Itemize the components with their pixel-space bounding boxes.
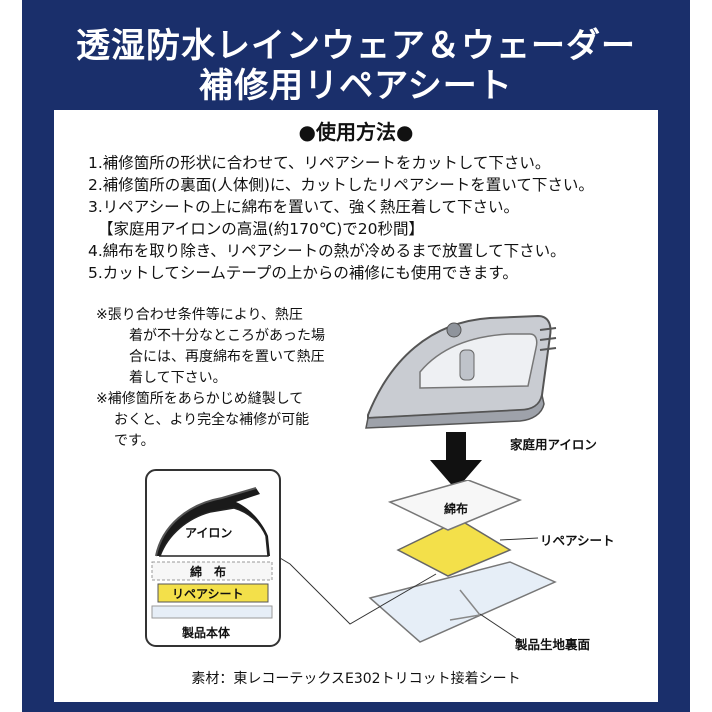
note-line: です。	[114, 433, 155, 449]
cotton-label: 綿布	[444, 502, 469, 516]
step-2: 2.補修箇所の裏面(人体側)に、カットしたリペアシートを置いて下さい。	[88, 176, 594, 194]
inset-cotton-label: 綿 布	[190, 565, 227, 579]
inset-body-label: 製品本体	[182, 626, 231, 640]
step-1: 1.補修箇所の形状に合わせて、リペアシートをカットして下さい。	[88, 154, 551, 172]
cross-section-inset	[145, 469, 437, 647]
down-arrow-icon	[430, 432, 482, 490]
note-line: 合には、再度綿布を置いて熱圧	[129, 349, 325, 365]
step-5: 5.カットしてシームテープの上からの補修にも使用できます。	[88, 264, 518, 282]
usage-steps: 1.補修箇所の形状に合わせて、リペアシートをカットして下さい。 2.補修箇所の裏…	[88, 152, 648, 284]
note-line: ※張り合わせ条件等により、熱圧	[96, 307, 303, 323]
sheet-leader-line	[500, 537, 539, 541]
note-line: ※補修箇所をあらかじめ縫製して	[96, 391, 304, 407]
repair-sheet-layer	[396, 519, 512, 577]
step-4: 4.綿布を取り除き、リペアシートの熱が冷めるまで放置して下さい。	[88, 242, 566, 260]
note-line: おくと、より完全な補修が可能	[114, 412, 310, 428]
material-note: 素材：東レコーテックスE302トリコット接着シート	[191, 671, 521, 687]
iron-caption: 家庭用アイロン	[510, 437, 597, 452]
note-line: 着が不十分なところがあった場	[129, 328, 325, 344]
inset-sheet-label: リペアシート	[172, 587, 244, 601]
iron-illustration	[365, 314, 557, 429]
notes: ※張り合わせ条件等により、熱圧 着が不十分なところがあった場 合には、再度綿布を…	[96, 305, 396, 452]
step-3-detail: 【家庭用アイロンの高温(約170℃)で20秒間】	[98, 220, 425, 238]
fabric-back-layer	[368, 561, 557, 643]
inset-iron-label: アイロン	[185, 526, 233, 540]
step-3: 3.リペアシートの上に綿布を置いて、強く熱圧着して下さい。	[88, 198, 519, 216]
product-subtitle: 補修用リペアシート	[199, 66, 513, 106]
fabric-leader-line	[480, 613, 517, 639]
layer-diagram	[368, 480, 557, 643]
cotton-layer	[387, 480, 523, 531]
product-title: 透湿防水レインウェア＆ウェーダー	[76, 26, 636, 66]
repair-sheet-label: リペアシート	[540, 533, 615, 548]
note-line: 着して下さい。	[129, 370, 227, 386]
usage-heading: ●使用方法●	[298, 120, 414, 144]
fabric-back-label: 製品生地裏面	[515, 637, 591, 652]
